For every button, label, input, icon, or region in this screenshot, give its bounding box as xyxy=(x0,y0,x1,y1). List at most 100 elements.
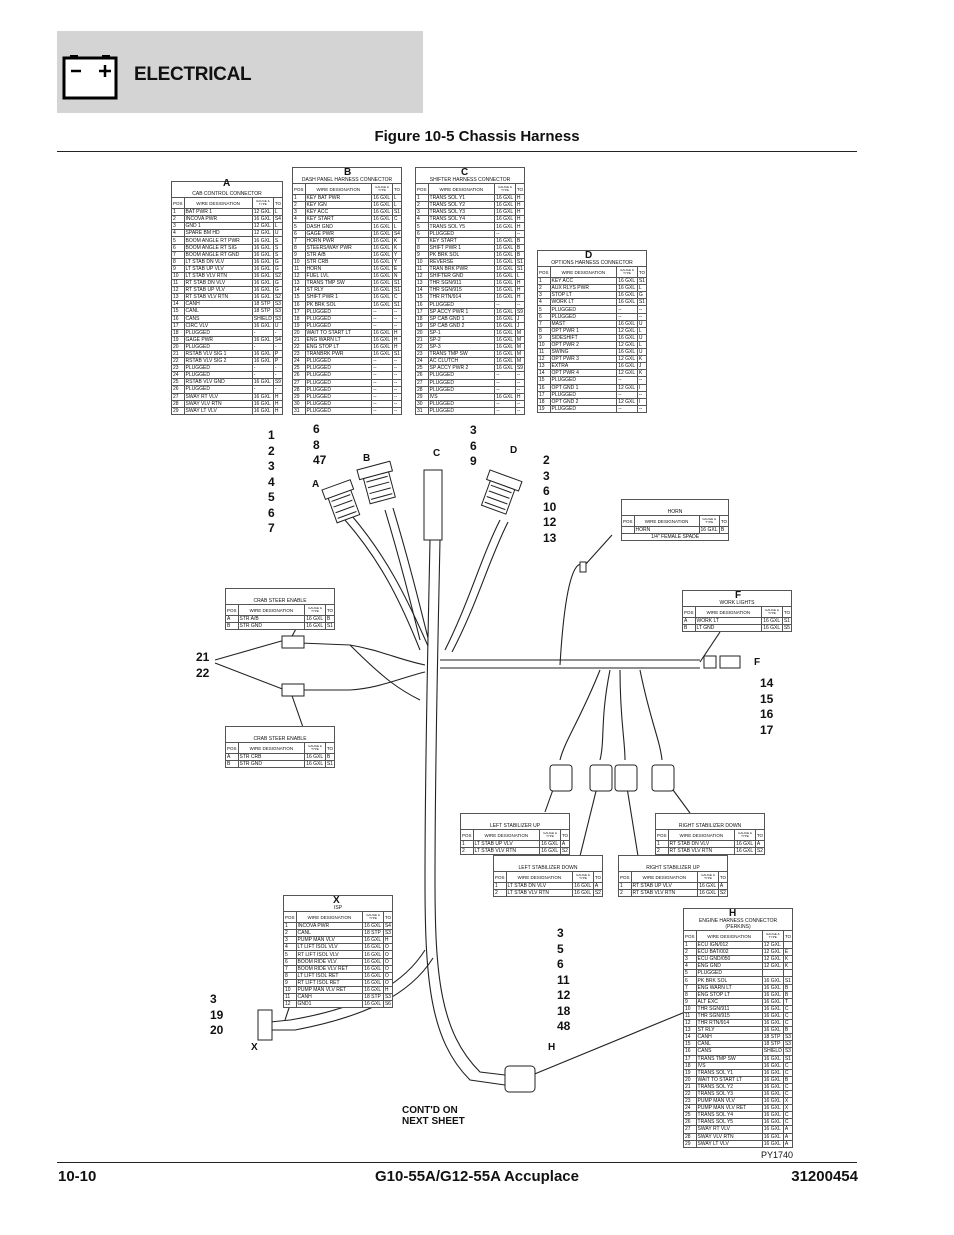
cell-to: G xyxy=(272,279,284,288)
cell-wire: PLUGGED xyxy=(549,404,618,413)
cell-gauge: 16 GXL xyxy=(494,243,516,252)
cell-pos: 19 xyxy=(415,321,429,330)
cell-gauge: 16 GXL xyxy=(761,1125,784,1134)
cell-pos: 22 xyxy=(683,1089,697,1099)
cell-to: S6 xyxy=(382,1000,394,1009)
cell-gauge: -- xyxy=(494,229,516,238)
cell-wire: KEY BAT PWR xyxy=(304,194,373,203)
cell-gauge: 16 GXL xyxy=(362,922,384,931)
cell-gauge xyxy=(761,969,784,978)
stab-valve-3 xyxy=(614,764,638,792)
cell-to: B xyxy=(514,243,526,252)
stab-valve-1 xyxy=(549,764,573,792)
cell-to: N xyxy=(391,272,403,281)
cell-to: S1 xyxy=(514,265,526,274)
label-c: C xyxy=(433,448,441,459)
cell-wire: RT STAB UP VLV xyxy=(630,882,699,891)
cell-to: -- xyxy=(514,371,526,380)
cell-pos: 18 xyxy=(683,1061,697,1070)
cell-gauge: 16 GXL xyxy=(616,284,638,293)
cell-to: -- xyxy=(636,312,648,321)
cell-pos: 10 xyxy=(171,271,185,281)
cell-to: L xyxy=(391,222,403,231)
col-wire: WIRE DESIGNATION xyxy=(694,606,763,619)
cell-to: H xyxy=(514,279,526,288)
col-gauge: GAUGE & TYPE xyxy=(304,742,326,755)
cell-gauge: 16 GXL xyxy=(494,350,516,359)
col-pos: POS xyxy=(292,183,306,196)
cell-pos: 13 xyxy=(171,293,185,302)
cell-to: -- xyxy=(391,314,403,323)
battery-icon xyxy=(62,55,118,100)
cell-to: -- xyxy=(391,392,403,401)
cell-gauge: 16 GXL xyxy=(251,357,274,366)
cell-pos: 14 xyxy=(415,286,429,295)
cell-wire: OPT PWR 4 xyxy=(549,369,618,378)
cell-wire: PLUGGED xyxy=(183,328,253,337)
cell-to: S4 xyxy=(382,922,394,931)
cell-wire: PK BRK SOL xyxy=(695,976,763,985)
cell-gauge: 16 GXL xyxy=(539,847,561,856)
cell-gauge: 12 GXL xyxy=(616,383,638,392)
cell-gauge: 16 GXL xyxy=(251,286,274,295)
cell-gauge: 16 GXL xyxy=(572,889,594,898)
cell-wire: BOOM ANGLE RT SIG xyxy=(183,243,253,252)
cell-to: U xyxy=(636,348,648,357)
cell-wire: PLUGGED xyxy=(427,300,496,309)
connector-c-body xyxy=(423,469,443,541)
cell-wire: TRANS TMP SW xyxy=(427,350,496,359)
cell-to: C xyxy=(782,1111,794,1120)
cell-wire: CIRC VLV xyxy=(183,321,253,330)
cell-pos: 16 xyxy=(415,300,429,309)
label-x: X xyxy=(251,1042,258,1053)
cell-pos: 9 xyxy=(683,997,697,1006)
cell-wire: OPT GND 1 xyxy=(549,383,618,392)
cell-wire: CANH xyxy=(183,300,253,309)
cell-wire: MAST xyxy=(549,319,618,328)
cell-pos: 13 xyxy=(683,1026,697,1035)
cell-pos: 29 xyxy=(415,392,429,401)
cell-pos: 3 xyxy=(283,936,297,945)
cell-gauge: 12 GXL xyxy=(251,222,274,231)
cell-pos: B xyxy=(682,624,696,633)
cell-to: A xyxy=(782,1132,794,1141)
cell-gauge: 16 GXL xyxy=(371,343,393,352)
cell-gauge: 16 GXL xyxy=(494,265,516,274)
cell-wire: RSTAB VLV GND xyxy=(183,378,253,387)
cell-gauge: 16 GXL xyxy=(362,950,384,959)
cell-wire: SP CAB GND 1 xyxy=(427,314,496,323)
cell-to: A xyxy=(782,1139,794,1148)
cell-to: C xyxy=(391,215,403,224)
cell-gauge: 16 GXL xyxy=(251,335,274,344)
cell-to: P xyxy=(272,357,284,366)
cell-wire: THR SGN/915 xyxy=(695,1011,763,1021)
cell-to: J xyxy=(636,362,648,371)
cell-wire: THR SGN/915 xyxy=(427,286,496,295)
cell-pos: 10 xyxy=(292,257,306,267)
cell-pos: 5 xyxy=(415,222,429,231)
cell-wire: PLUGGED xyxy=(183,385,253,394)
